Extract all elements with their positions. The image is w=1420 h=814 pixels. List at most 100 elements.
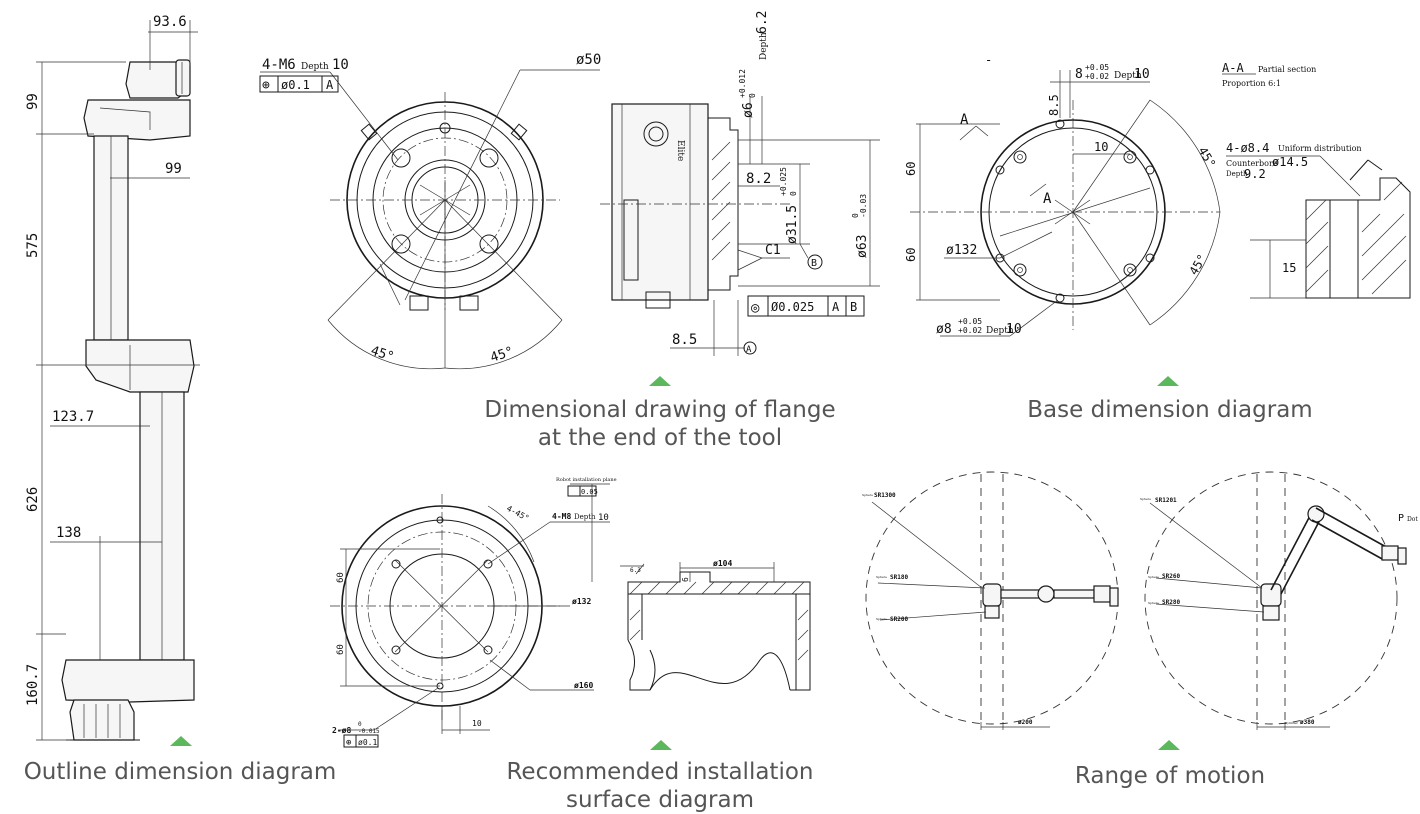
base-section-proportion: Proportion 6:1 — [1222, 79, 1281, 88]
flange-d8-5: 8.5 — [672, 332, 697, 348]
flange-caption-line1: Dimensional drawing of flange — [484, 397, 836, 423]
base-d60-top: 60 — [904, 162, 918, 176]
install-deg: 4-45° — [505, 504, 530, 523]
install-m8-depth: Depth — [574, 513, 596, 521]
flange-d31-tol-low: 0 — [789, 191, 798, 196]
flange-m6-depth-val: 10 — [332, 57, 349, 73]
flange-concentricity-ref2: B — [850, 300, 857, 314]
flange-caption-marker — [649, 376, 671, 386]
install-d60-top: 60 — [336, 572, 346, 583]
flange-d6-tol-up: +0.012 — [738, 69, 747, 98]
dim-123-7: 123.7 — [52, 409, 94, 425]
flange-m6-label: 4-M6 — [262, 57, 296, 73]
base-d8-top-tol-up: +0.05 — [1085, 63, 1109, 72]
base-counterbore-depth-val: 9.2 — [1244, 167, 1266, 181]
flange-m6-depth: Depth — [301, 62, 329, 72]
flange-deg-left: 45° — [369, 344, 396, 366]
motion-right-view — [1144, 471, 1407, 730]
dim-138: 138 — [56, 525, 81, 541]
base-drawing: - 8 +0.05 +0.02 Depth 10 8.5 10 A A 60 6… — [904, 53, 1411, 337]
outline-caption-marker — [170, 736, 192, 746]
install-d60-bot: 60 — [336, 644, 346, 655]
flange-caption: Dimensional drawing of flange at the end… — [470, 396, 850, 452]
base-holes: 4-ø8.4 — [1226, 141, 1269, 155]
motion-caption: Range of motion — [1074, 763, 1266, 789]
base-d8-top-depth-val: 10 — [1134, 67, 1150, 82]
motion-d200: ø200 — [1018, 719, 1033, 726]
base-section-subtitle: Partial section — [1258, 65, 1316, 74]
install-caption-line2: surface diagram — [566, 787, 754, 813]
base-d8-bot: ø8 — [936, 322, 952, 337]
flange-a-ref: A — [746, 345, 752, 355]
install-pins-tol-val: ø0.1 — [358, 738, 377, 747]
install-d6: 6 — [681, 577, 690, 582]
motion-sr1201-sphere: Sphere — [1140, 497, 1151, 501]
motion-p-dot: Dot — [1407, 516, 1418, 523]
flange-d63: ø63 — [855, 235, 870, 258]
dim-93-6: 93.6 — [153, 14, 187, 30]
motion-sr180: SR180 — [890, 574, 908, 581]
outline-dimension-lines — [36, 20, 200, 741]
base-caption-marker — [1157, 376, 1179, 386]
base-d132: ø132 — [946, 243, 977, 258]
install-d10: 10 — [472, 719, 482, 728]
base-holes-sub: Uniform distribution — [1278, 144, 1362, 153]
install-pins-tol-up: 0 — [358, 721, 362, 728]
base-d8-top: 8 — [1075, 67, 1083, 82]
flange-d6-depth: Depth — [759, 32, 769, 60]
flange-d50: ø50 — [576, 52, 601, 68]
install-d132: ø132 — [572, 597, 591, 606]
flange-concentricity-symbol: ◎ — [751, 300, 760, 316]
base-deg-bot: 45° — [1186, 252, 1209, 278]
base-a-top: A — [960, 112, 969, 128]
flange-concentricity-value: Ø0.025 — [771, 300, 814, 314]
base-caption: Base dimension diagram — [1027, 397, 1313, 423]
install-pins-tol-low: -0.015 — [358, 728, 380, 735]
outline-dimension-drawing: 93.6 99 99 575 123.7 626 138 160.7 — [25, 14, 200, 741]
flange-d8-2: 8.2 — [746, 171, 771, 187]
flange-position-symbol: ⊕ — [262, 78, 270, 93]
base-front-view — [910, 70, 1221, 337]
install-pins: 2-ø8 — [332, 726, 351, 735]
base-d10: 10 — [1094, 140, 1108, 154]
flange-d6: ø6 — [741, 102, 756, 118]
base-d8-5: 8.5 — [1047, 94, 1061, 116]
install-front-view — [330, 494, 610, 748]
dim-99-top: 99 — [25, 93, 41, 110]
install-m8-depth-val: 10 — [598, 513, 609, 523]
flange-d6-depth-val: 6.2 — [755, 11, 770, 34]
dim-160-7: 160.7 — [25, 664, 41, 706]
flange-d63-tol-low: -0.03 — [859, 194, 868, 218]
flange-c1: C1 — [765, 243, 781, 258]
flange-front-view — [259, 69, 600, 370]
motion-sr1300-sphere: Sphere — [862, 493, 873, 497]
dim-99-side: 99 — [165, 161, 182, 177]
install-d104: ø104 — [713, 559, 732, 568]
flange-d31-tol-up: +0.025 — [779, 167, 788, 196]
flange-drawing: 4-M6 Depth 10 ⊕ ø0.1 A ø50 45° 45° Elite — [259, 11, 880, 370]
outline-caption: Outline dimension diagram — [23, 759, 337, 785]
motion-sr260-sphere: Sphere — [1148, 575, 1159, 579]
base-counterbore: Counterbore — [1226, 159, 1278, 168]
install-d160: ø160 — [574, 681, 593, 690]
flange-side-view: Elite — [600, 96, 880, 356]
motion-caption-marker — [1158, 740, 1180, 750]
base-stray-dash: - — [985, 53, 992, 67]
robot-outline — [61, 59, 195, 741]
flange-position-ref: A — [326, 78, 334, 92]
dim-575: 575 — [25, 233, 41, 258]
install-drawing: 4-45° 4-M8 Depth 10 ø132 ø160 60 60 2-ø8… — [330, 477, 811, 748]
motion-sr280-sphere: Sphere — [1148, 601, 1159, 605]
flange-b-ref: B — [811, 258, 817, 269]
flange-concentricity-ref1: A — [832, 300, 840, 314]
install-caption: Recommended installation surface diagram — [490, 758, 830, 814]
motion-d380-cylinder: Cylinder — [1285, 721, 1299, 725]
base-deg-top: 45° — [1195, 145, 1218, 171]
flange-caption-line2: at the end of the tool — [537, 425, 783, 451]
motion-sr200-sphere: Sphere — [876, 617, 887, 621]
install-caption-marker — [650, 740, 672, 750]
base-a-mid: A — [1043, 191, 1052, 207]
motion-sr280: SR280 — [1162, 599, 1180, 606]
install-m8: 4-M8 — [552, 512, 571, 521]
